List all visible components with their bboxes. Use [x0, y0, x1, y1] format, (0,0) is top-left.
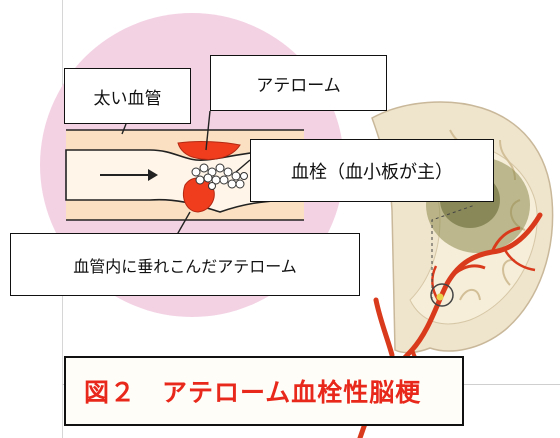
label-thrombus: 血栓（血小板が主） — [250, 139, 494, 202]
pointer-thrombus — [235, 159, 251, 173]
occlusion-point — [436, 293, 444, 301]
pointer-thick-vessel — [121, 123, 127, 135]
cerebral-artery-branch-2 — [490, 226, 521, 253]
atheroma-plaque — [177, 141, 241, 160]
dashed-pointer — [431, 204, 476, 300]
figure-caption: 図２ アテローム血栓性脳梗 — [64, 356, 464, 426]
occlusion-marker — [430, 283, 454, 307]
pointer-atheroma — [205, 110, 211, 151]
cerebral-artery-branch-3 — [503, 249, 536, 272]
label-atheroma: アテローム — [210, 55, 387, 111]
label-intravascular-atheroma: 血管内に垂れこんだアテローム — [10, 233, 360, 296]
cerebral-artery-branch-1 — [446, 264, 486, 283]
label-thick-vessel: 太い血管 — [64, 68, 191, 124]
vessel-diagram — [65, 110, 305, 241]
thrombus-platelets — [191, 163, 248, 190]
flow-arrow-head — [148, 169, 158, 181]
cerebral-artery-left — [373, 297, 395, 358]
